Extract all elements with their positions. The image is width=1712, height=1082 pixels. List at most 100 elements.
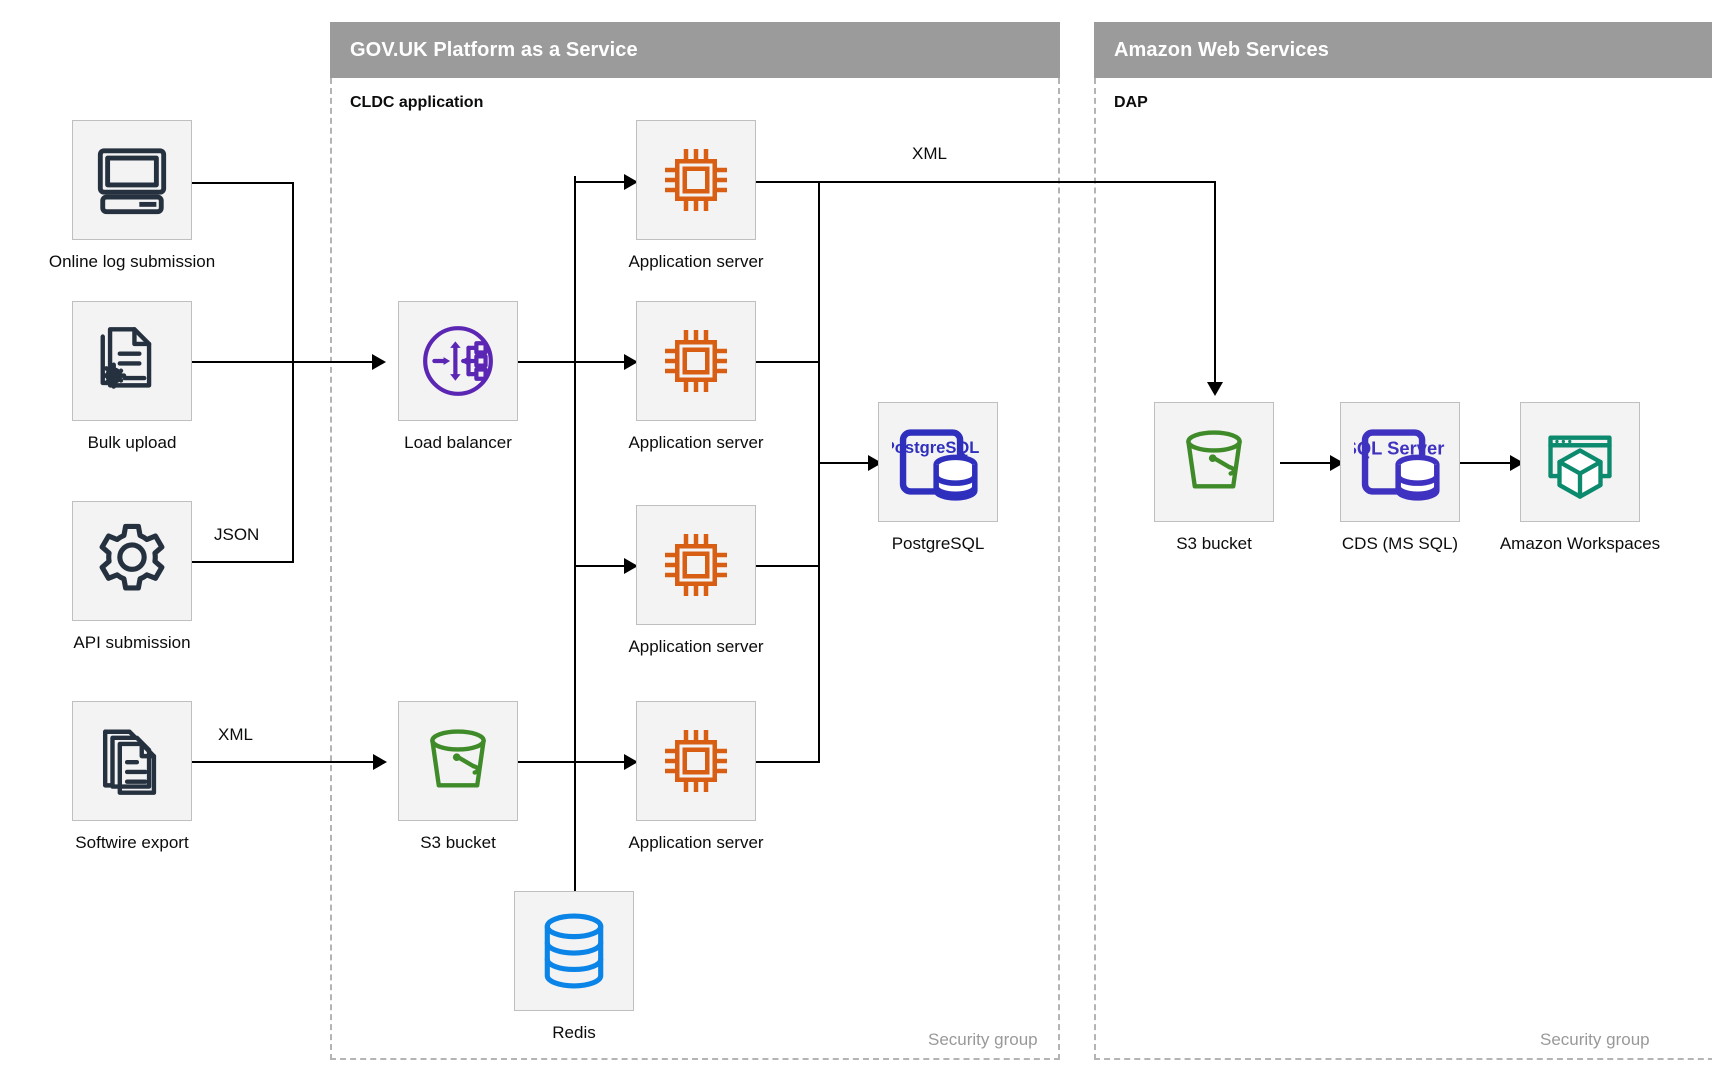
gear-icon — [99, 523, 165, 591]
edge-label-json: JSON — [214, 525, 260, 544]
node-application-server-3[interactable]: Application server — [628, 505, 764, 656]
node-label-application-server-3: Application server — [628, 637, 764, 656]
node-tile — [398, 301, 518, 421]
node-label-s3-bucket-paas: S3 bucket — [420, 833, 496, 852]
edge-softwire-to-s3 — [192, 761, 380, 763]
edge-label-xml-softwire: XML — [218, 725, 253, 744]
edge-app2-right — [756, 361, 820, 363]
edge-bus-to-loadbalancer — [292, 361, 379, 363]
edge-app1-xml-to-aws — [756, 181, 1216, 183]
edge-bus-to-app3 — [574, 565, 632, 567]
group-body-paas — [330, 78, 1060, 1060]
node-application-server-2[interactable]: Application server — [628, 301, 764, 452]
cpu-chip-icon — [665, 534, 727, 596]
arrowhead-to-s3-aws — [1207, 382, 1223, 396]
node-application-server-4[interactable]: Application server — [628, 701, 764, 852]
desktop-computer-icon — [97, 148, 167, 215]
postgresql-icon-text: PostgreSQL — [892, 438, 979, 457]
node-s3-bucket-aws[interactable]: S3 bucket — [1154, 402, 1274, 553]
node-s3-bucket-paas[interactable]: S3 bucket — [398, 701, 518, 852]
group-subtitle-paas: CLDC application — [350, 94, 484, 111]
node-tile — [1520, 402, 1640, 522]
node-label-application-server-4: Application server — [628, 833, 764, 852]
edge-loadbalancer-out — [518, 361, 576, 363]
node-label-online-log-submission: Online log submission — [48, 252, 216, 271]
node-tile — [636, 505, 756, 625]
group-subtitle-aws: DAP — [1114, 94, 1148, 111]
node-tile — [636, 120, 756, 240]
node-label-redis: Redis — [552, 1023, 596, 1042]
node-tile — [72, 501, 192, 621]
node-amazon-workspaces[interactable]: Amazon Workspaces — [1500, 402, 1660, 553]
group-body-aws — [1094, 78, 1712, 1060]
node-tile: SQL Server — [1340, 402, 1460, 522]
node-api-submission[interactable]: API submission — [72, 501, 192, 652]
edge-xml-down-to-s3-aws — [1214, 181, 1216, 386]
edge-app3-right — [756, 565, 820, 567]
node-tile — [398, 701, 518, 821]
document-gear-icon — [100, 327, 152, 389]
edge-bus-to-app4 — [574, 761, 632, 763]
cpu-chip-icon — [665, 730, 727, 792]
edge-label-xml-export: XML — [912, 144, 947, 163]
node-tile — [636, 701, 756, 821]
node-label-cds-ms-sql: CDS (MS SQL) — [1341, 534, 1459, 553]
sql-server-icon: SQL Server — [1354, 429, 1444, 501]
edge-api-to-bus — [192, 561, 294, 563]
node-load-balancer[interactable]: Load balancer — [398, 301, 518, 452]
node-cds-ms-sql[interactable]: SQL Server CDS (MS SQL) — [1340, 402, 1460, 553]
node-online-log-submission[interactable]: Online log submission — [49, 120, 215, 271]
node-label-load-balancer: Load balancer — [404, 433, 512, 452]
edge-bus-to-app1 — [574, 181, 632, 183]
node-label-postgresql: PostgreSQL — [891, 534, 985, 553]
arrowhead-to-s3-paas — [373, 754, 387, 770]
cpu-chip-icon — [665, 330, 727, 392]
node-tile — [72, 120, 192, 240]
document-stack-icon — [102, 729, 157, 795]
amazon-workspaces-icon — [1548, 435, 1612, 499]
load-balancer-icon — [423, 326, 493, 396]
s3-bucket-icon — [1186, 430, 1242, 489]
node-tile — [72, 701, 192, 821]
group-header-paas: GOV.UK Platform as a Service — [330, 22, 1060, 78]
edge-postgres-collector-bus — [818, 181, 820, 763]
node-label-s3-bucket-aws: S3 bucket — [1176, 534, 1252, 553]
node-postgresql[interactable]: PostgreSQL PostgreSQL — [878, 402, 998, 553]
arrowhead-to-loadbalancer — [372, 354, 386, 370]
node-bulk-upload[interactable]: Bulk upload — [72, 301, 192, 452]
arrowhead-to-app3 — [624, 558, 638, 574]
node-tile — [1154, 402, 1274, 522]
node-label-application-server-1: Application server — [628, 252, 764, 271]
edge-redis-to-bus — [574, 761, 576, 891]
group-title-paas: GOV.UK Platform as a Service — [350, 38, 638, 61]
arrowhead-to-app1 — [624, 174, 638, 190]
edge-online-to-bus — [192, 182, 294, 184]
security-group-label-paas: Security group — [928, 1030, 1038, 1049]
edge-bus-to-app2 — [574, 361, 632, 363]
node-label-application-server-2: Application server — [628, 433, 764, 452]
edge-app4-right — [756, 761, 820, 763]
redis-database-icon — [544, 913, 604, 989]
node-label-amazon-workspaces: Amazon Workspaces — [1499, 534, 1661, 553]
node-application-server-1[interactable]: Application server — [628, 120, 764, 271]
node-tile — [72, 301, 192, 421]
node-label-bulk-upload: Bulk upload — [87, 433, 177, 452]
arrowhead-to-app2 — [624, 354, 638, 370]
edge-bulk-to-bus — [192, 361, 294, 363]
sql-server-icon-text: SQL Server — [1354, 438, 1444, 459]
arrowhead-to-app4 — [624, 754, 638, 770]
node-softwire-export[interactable]: Softwire export — [72, 701, 192, 852]
edge-cds-to-workspaces — [1460, 462, 1518, 464]
group-title-aws: Amazon Web Services — [1114, 38, 1329, 61]
s3-bucket-icon — [430, 729, 486, 788]
node-redis[interactable]: Redis — [514, 891, 634, 1042]
group-header-aws: Amazon Web Services — [1094, 22, 1712, 78]
postgresql-icon: PostgreSQL — [892, 429, 979, 501]
edge-appserver-fanout-bus — [574, 176, 576, 761]
edge-s3-to-app4 — [518, 761, 576, 763]
node-tile — [514, 891, 634, 1011]
node-tile: PostgreSQL — [878, 402, 998, 522]
node-label-api-submission: API submission — [73, 633, 191, 652]
security-group-label-aws: Security group — [1540, 1030, 1650, 1049]
